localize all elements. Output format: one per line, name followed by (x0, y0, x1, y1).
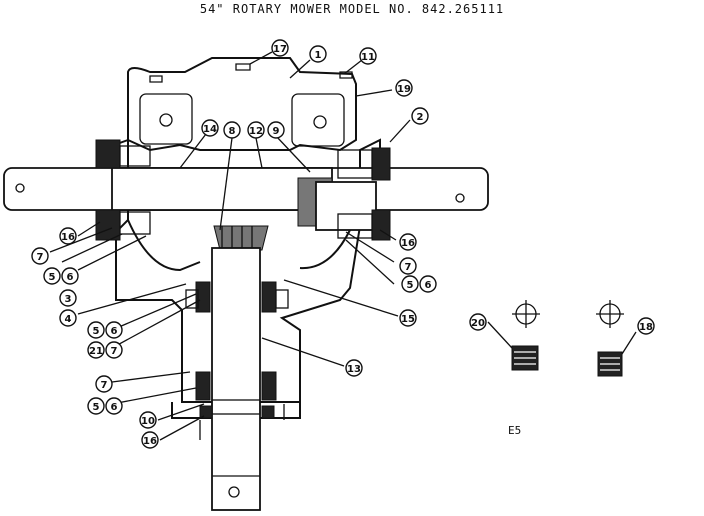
callout-12: 12 (247, 121, 265, 139)
callout-14: 14 (201, 119, 219, 137)
callout-2: 2 (411, 107, 429, 125)
callout-7d: 7 (399, 257, 417, 275)
svg-text:6: 6 (425, 280, 432, 291)
callout-5b: 5 (87, 321, 105, 339)
set-screw-18 (596, 300, 624, 377)
callout-9: 9 (267, 121, 285, 139)
callout-13: 13 (345, 359, 363, 377)
svg-text:5: 5 (93, 402, 100, 413)
svg-text:19: 19 (397, 84, 411, 95)
svg-text:8: 8 (229, 126, 236, 137)
callout-17: 17 (271, 39, 289, 57)
callout-19: 19 (395, 79, 413, 97)
callout-6d: 6 (419, 275, 437, 293)
callout-5d: 5 (401, 275, 419, 293)
svg-text:5: 5 (49, 272, 56, 283)
svg-text:5: 5 (93, 326, 100, 337)
right-bearing (337, 147, 391, 241)
callout-7c: 7 (95, 375, 113, 393)
svg-text:7: 7 (101, 380, 108, 391)
page-title: 54" ROTARY MOWER MODEL NO. 842.265111 (199, 2, 505, 16)
callout-18: 18 (637, 317, 655, 335)
vertical-shaft (185, 247, 289, 511)
callout-5a: 5 (43, 267, 61, 285)
callout-3: 3 (59, 289, 77, 307)
leader-lines (49, 51, 637, 441)
svg-text:18: 18 (639, 322, 653, 333)
callout-7a: 7 (31, 247, 49, 265)
svg-text:21: 21 (89, 346, 103, 357)
section-code: E5 (508, 424, 522, 437)
svg-text:4: 4 (65, 314, 72, 325)
callout-7b: 7 (105, 341, 123, 359)
svg-text:6: 6 (111, 402, 118, 413)
svg-text:6: 6 (67, 272, 74, 283)
svg-text:10: 10 (141, 416, 155, 427)
callout-16c: 16 (141, 431, 159, 449)
callout-16b: 16 (399, 233, 417, 251)
svg-text:13: 13 (347, 364, 361, 375)
svg-text:7: 7 (37, 252, 44, 263)
callouts: 17 1 11 19 2 14 8 12 9 16 7 5 6 3 4 5 6 … (31, 39, 655, 449)
callout-6b: 6 (105, 321, 123, 339)
svg-text:2: 2 (417, 112, 424, 123)
svg-text:14: 14 (203, 124, 217, 135)
callout-1: 1 (309, 45, 327, 63)
callout-5c: 5 (87, 397, 105, 415)
svg-text:6: 6 (111, 326, 118, 337)
svg-text:16: 16 (401, 238, 415, 249)
callout-20: 20 (469, 313, 487, 331)
bevel-gear (213, 225, 269, 251)
callout-6c: 6 (105, 397, 123, 415)
callout-15: 15 (399, 309, 417, 327)
svg-text:11: 11 (361, 52, 375, 63)
callout-21: 21 (87, 341, 105, 359)
callout-11: 11 (359, 47, 377, 65)
svg-text:16: 16 (61, 232, 75, 243)
callout-6a: 6 (61, 267, 79, 285)
callout-16a: 16 (59, 227, 77, 245)
svg-text:12: 12 (249, 126, 263, 137)
svg-text:16: 16 (143, 436, 157, 447)
svg-text:9: 9 (273, 126, 280, 137)
svg-text:7: 7 (111, 346, 118, 357)
horizontal-shaft (3, 167, 489, 231)
callout-4: 4 (59, 309, 77, 327)
set-screw-20 (511, 300, 540, 371)
svg-text:5: 5 (407, 280, 414, 291)
callout-10: 10 (139, 411, 157, 429)
svg-text:15: 15 (401, 314, 415, 325)
callout-8: 8 (223, 121, 241, 139)
svg-text:1: 1 (315, 50, 322, 61)
svg-text:3: 3 (65, 294, 72, 305)
svg-text:7: 7 (405, 262, 412, 273)
svg-text:20: 20 (471, 318, 485, 329)
svg-text:17: 17 (273, 44, 287, 55)
